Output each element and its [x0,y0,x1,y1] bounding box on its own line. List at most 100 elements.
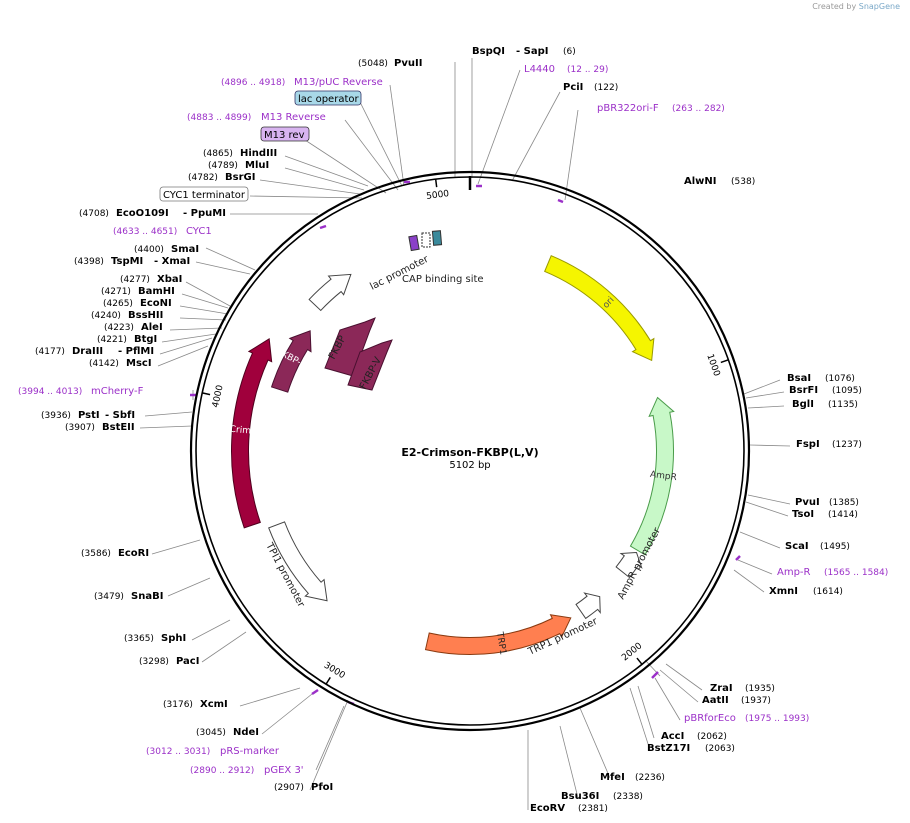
leader-line [389,84,405,187]
site-label-enz: ScaI [785,541,809,552]
tick-mark [720,359,729,364]
site-label-ppos: (4883 .. 4899) [187,113,251,123]
site-label-pos: (3907) [65,423,95,433]
tick-mark [434,179,438,188]
site-label-enz: BtgI [134,334,157,345]
site-label-pos: (4142) [89,359,119,369]
site-label-pname: CYC1 [186,226,212,237]
feature-trp1-promoter [575,592,601,620]
feature-trp1 [424,614,572,655]
site-label-pos: (6) [563,47,576,57]
feature-tpi1-promoter [268,521,328,602]
site-label-pos: (1495) [820,542,850,552]
leader-line [179,305,229,315]
leader-line [747,494,791,505]
site-label-pos: (2338) [613,792,643,802]
leader-line [157,345,209,367]
site-label-pos: (4708) [79,209,109,219]
site-label-enz: AccI [661,731,684,742]
site-label-pos: (4271) [101,287,131,297]
leader-line [191,619,231,641]
site-label-pos: (2062) [697,732,727,742]
site-label-enz: EcoO109I [116,208,169,219]
boxed-label-bg [260,126,310,142]
snapgene-brand: SnapGene [858,2,900,11]
site-label-pos: (4400) [134,245,164,255]
tick-mark [636,657,643,665]
credit-text: Created by [812,2,857,11]
tick-label: 3000 [322,661,347,682]
feature-lac-promoter [308,273,352,312]
leader-line [564,109,579,201]
leader-line [739,531,781,549]
site-label-enz: EcoRI [118,548,149,559]
boxed-label: lac operator [298,94,359,105]
site-label-pos: (4240) [91,311,121,321]
site-label-ppos: (12 .. 29) [567,65,608,75]
leader-line [185,281,231,307]
feature-fkbp-m [270,330,312,393]
site-label-pos: (4277) [120,275,150,285]
leader-line [579,707,611,779]
site-label-ppos: (1565 .. 1584) [824,568,888,578]
site-label-ppos: (4633 .. 4651) [113,227,177,237]
leader-line [151,539,201,555]
primer-site-mark [311,688,319,696]
site-label-pos: (3298) [139,657,169,667]
site-label-enz: Bsu36I [561,791,599,802]
feature-lac-operator [431,230,443,246]
site-label-pos: (4782) [188,173,218,183]
site-label-enz: PfoI [311,782,333,793]
leader-line [195,261,251,275]
site-label-enz: DraIII [72,346,103,357]
leader-line [304,139,387,194]
leader-line [745,501,789,517]
leader-line [654,677,681,721]
site-label-pos: (1076) [825,374,855,384]
primer-site-mark [319,224,327,230]
feature-ampr-promoter [615,551,643,579]
site-label-ppos: (4896 .. 4918) [221,78,285,88]
site-label-enz: BsrGI [225,172,255,183]
feature-label: E2-Crimson [215,423,268,438]
site-label-pos: (4789) [208,161,238,171]
site-label-enz: PvuI [795,497,820,508]
site-label-pos: (2381) [578,804,608,814]
primer-site-mark [735,555,741,561]
site-label-enz: SmaI [171,244,199,255]
leader-line [749,444,791,447]
site-label-enz: MluI [245,160,269,171]
leader-line [315,705,345,771]
feature-cap-binding-site [421,232,431,248]
leader-line [477,69,521,185]
boxed-label-bg [294,90,362,106]
plasmid-length: 5102 bp [449,460,490,471]
site-label-enz: - PpuMI [183,208,226,219]
site-label-pos: (2063) [705,744,735,754]
leader-line [167,577,211,597]
site-label-ppos: (3994 .. 4013) [18,387,82,397]
site-label-pname: pRS-marker [220,746,280,757]
primer-site-mark [651,671,659,679]
feature-ori [544,255,655,362]
leader-line [743,379,781,395]
site-label-pos: (1414) [828,510,858,520]
site-label-pos: (3045) [196,728,226,738]
site-label-pname: pGEX 3' [264,765,304,776]
site-label-pos: (1385) [829,498,859,508]
boxed-label: M13 rev [264,130,305,141]
site-label-pos: (4265) [103,299,133,309]
site-label-enz: XbaI [157,274,182,285]
site-label-pname: mCherry-F [91,386,144,397]
site-label-pos: (1237) [832,440,862,450]
feature-e2-crimson [231,338,273,529]
feature-fkbp-v [347,339,393,391]
leader-line [284,155,369,187]
leader-line [205,247,256,271]
site-label-pos: (4221) [97,335,127,345]
leader-line [559,725,579,799]
leader-line [344,119,399,191]
leader-line [144,411,193,417]
site-label-pname: pBR322ori-F [597,103,659,114]
tick-label: 5000 [426,189,450,202]
